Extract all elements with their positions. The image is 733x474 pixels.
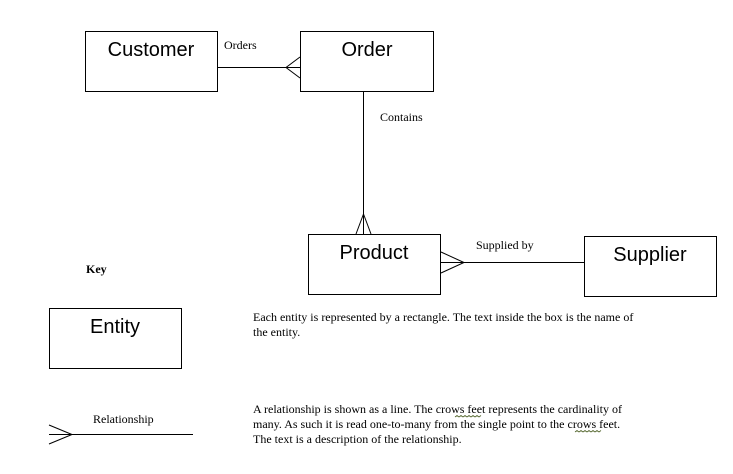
key-entity-label: Entity	[90, 316, 140, 338]
entity-supplier[interactable]: Supplier	[584, 236, 717, 297]
relationship-orders-crows-foot	[285, 56, 301, 79]
key-title: Key	[86, 262, 107, 276]
relationship-contains[interactable]: Contains	[355, 92, 423, 235]
relationship-supplied-by-crows-foot	[440, 251, 466, 274]
key-entity-sample: Entity	[49, 308, 182, 369]
entity-product-label: Product	[340, 242, 409, 264]
relationship-orders[interactable]: Orders	[218, 38, 301, 79]
entity-order-label: Order	[341, 39, 392, 61]
key-legend: Key Entity Each entity is represented by…	[48, 262, 633, 446]
key-relationship-label: Relationship	[93, 412, 154, 426]
entity-product[interactable]: Product	[308, 234, 441, 295]
key-relationship-sample: Relationship	[48, 412, 193, 445]
entity-supplier-label: Supplier	[613, 244, 687, 266]
relationship-supplied-by[interactable]: Supplied by	[440, 238, 584, 274]
entity-customer-label: Customer	[108, 39, 195, 61]
key-entity-desc-line-1: Each entity is represented by a rectangl…	[253, 310, 633, 324]
relationship-supplied-by-label: Supplied by	[476, 238, 534, 252]
relationship-orders-label: Orders	[224, 38, 257, 52]
key-relationship-desc-line-3: The text is a description of the relatio…	[253, 432, 462, 446]
spellcheck-squiggle	[574, 430, 602, 433]
key-entity-desc-line-2: the entity.	[253, 325, 300, 339]
entity-customer[interactable]: Customer	[85, 31, 218, 92]
entity-order[interactable]: Order	[300, 31, 434, 92]
key-relationship-crows-foot	[48, 424, 74, 445]
spellcheck-squiggle	[454, 415, 482, 418]
relationship-contains-label: Contains	[380, 110, 423, 124]
relationship-contains-crows-foot	[355, 212, 372, 235]
key-relationship-desc-line-2: many. As such it is read one-to-many fro…	[253, 417, 620, 431]
key-relationship-desc-line-1: A relationship is shown as a line. The c…	[253, 402, 622, 416]
